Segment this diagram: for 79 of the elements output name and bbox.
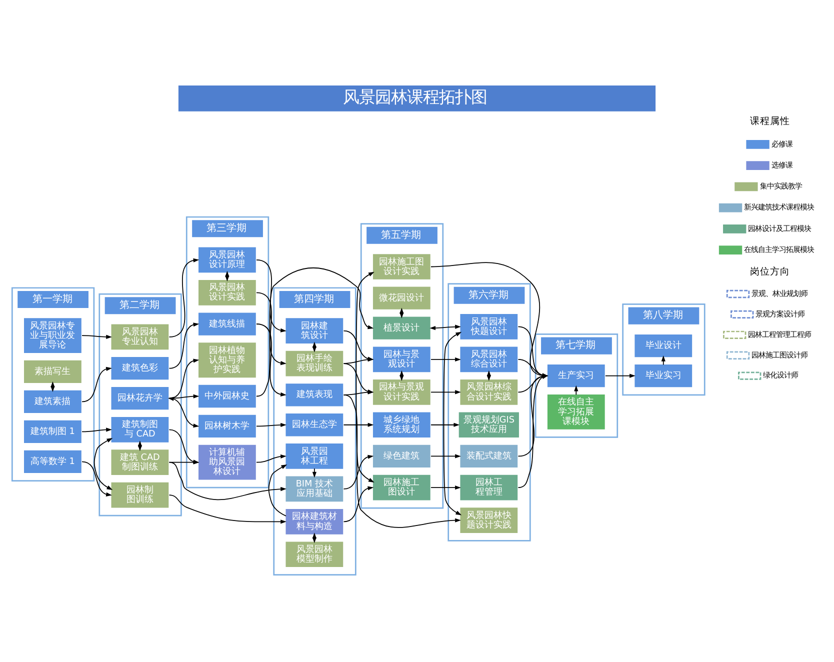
label: 岗位方向 xyxy=(750,266,790,278)
node-box: 园林与景观设计实践 xyxy=(372,378,430,404)
node-box: 园林生态学 xyxy=(286,413,344,436)
node-box: 毕业实习 xyxy=(634,364,692,387)
node-box: 风景园林设计原理 xyxy=(198,246,256,272)
arrow xyxy=(430,422,460,426)
node-box: 景观规划GIS技术应用 xyxy=(458,412,519,438)
arrow xyxy=(256,323,286,396)
node-box: 在线自主学习拓展课模块 xyxy=(547,394,605,429)
node-box: 园林工程管理 xyxy=(460,474,518,500)
node-box: 风景园林综合设计实践 xyxy=(460,378,518,404)
node-box: 建筑色彩 xyxy=(111,356,169,380)
node-box: 园林建筑材料与构造 xyxy=(286,508,344,534)
node-box: 装配式建筑 xyxy=(460,444,518,468)
arrow xyxy=(661,354,666,365)
arrow xyxy=(430,390,461,394)
node-box: 园林与景观设计 xyxy=(372,346,430,372)
arrow xyxy=(343,422,374,426)
arrow xyxy=(168,494,286,524)
node-box: 毕业设计 xyxy=(634,334,692,357)
arrow xyxy=(574,384,578,395)
node-box: 园林建筑设计 xyxy=(286,318,344,343)
arrow xyxy=(430,356,461,361)
arrow xyxy=(82,334,112,338)
arrow xyxy=(168,358,200,398)
node-box: 风景园林专业与职业发展导论 xyxy=(24,318,82,353)
node-box: 建筑制图 1 xyxy=(24,420,82,442)
arrow xyxy=(256,422,286,426)
node-box: 风景园林快题设计 xyxy=(460,314,518,339)
arrow xyxy=(343,486,374,522)
node-box: 建筑线描 xyxy=(198,312,256,335)
arrow xyxy=(256,454,286,462)
label: 课程属性 xyxy=(750,116,790,127)
arrow xyxy=(168,258,200,337)
node-box: 风景园林专业认知 xyxy=(111,324,169,350)
node-box: 风景园林工程 xyxy=(286,443,344,468)
node-box: 园林手绘表现训练 xyxy=(286,350,344,376)
arrow xyxy=(605,373,636,378)
node-box: 园林施工图设计实践 xyxy=(372,254,430,279)
arrow xyxy=(82,427,112,432)
node-box: 生产实习 xyxy=(547,364,605,387)
arrow xyxy=(430,454,461,458)
arrow xyxy=(343,454,374,489)
node-box: 中外园林史 xyxy=(198,384,256,408)
arrow xyxy=(256,259,286,332)
node-box: 计算机辅助风景园林设计 xyxy=(198,444,256,480)
node-box: 微花园设计 xyxy=(372,286,430,309)
node-box: 绿色建筑 xyxy=(372,444,430,468)
node-box: 风景园林模型制作 xyxy=(286,541,344,567)
arrow xyxy=(343,394,461,528)
node-box: 风景园林综合设计 xyxy=(460,346,518,372)
arrow xyxy=(94,437,113,490)
diagram-title: 风景园林课程拓扑图 xyxy=(343,87,488,106)
node-box: 建筑素描 xyxy=(24,390,82,413)
node-box: BIM 技术应用基础 xyxy=(286,476,344,502)
arrow xyxy=(443,331,462,515)
node-box: 高等数学 1 xyxy=(24,450,82,472)
node-box: 植景设计 xyxy=(372,316,430,339)
node-box: 建筑 CAD制图训练 xyxy=(111,449,169,475)
node-box: 风景园林设计实践 xyxy=(198,279,256,305)
arrow xyxy=(268,464,288,516)
node-box: 园林施工图设计 xyxy=(372,474,430,500)
arrow xyxy=(168,322,200,368)
arrow xyxy=(82,460,112,496)
arrow xyxy=(82,366,112,402)
node-box: 素描写生 xyxy=(24,360,82,383)
node-box: 园林制图训练 xyxy=(111,482,169,508)
node-box: 城乡绿地系统规划 xyxy=(372,412,430,438)
arrow xyxy=(312,468,316,478)
node-box: 建筑表现 xyxy=(286,383,344,406)
arrow xyxy=(430,324,461,330)
node-box: 园林树木学 xyxy=(198,414,256,438)
node-box: 园林花卉学 xyxy=(111,386,169,410)
node-box: 风景园林快题设计实践 xyxy=(460,507,518,532)
arrow xyxy=(168,461,286,500)
arrow xyxy=(430,485,461,490)
node-box: 园林植物认知与养护实践 xyxy=(198,342,256,378)
arrow xyxy=(256,292,286,365)
node-box: 建筑制图与 CAD xyxy=(111,416,169,442)
